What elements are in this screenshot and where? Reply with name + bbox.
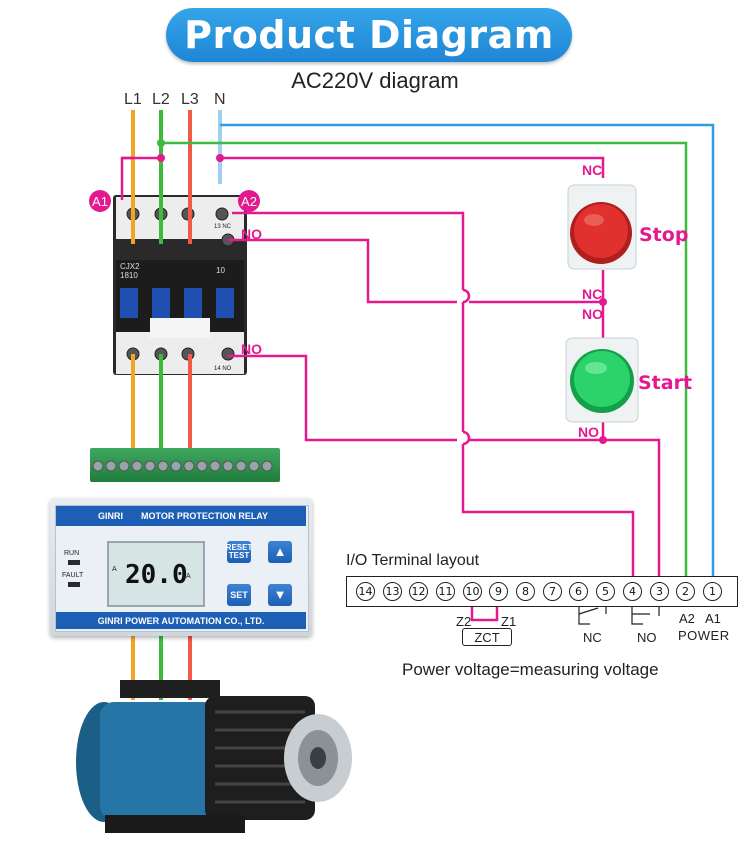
terminal-3: 3	[650, 582, 669, 601]
relay-fault-label: FAULT	[62, 572, 84, 579]
power-label: POWER	[678, 628, 730, 643]
line-label-l3: L3	[181, 91, 199, 108]
lcd-value: 20.0	[125, 560, 188, 590]
terminal-screws	[92, 460, 273, 472]
relay-run-label: RUN	[64, 550, 80, 557]
contactor-model-line1: CJX2	[120, 262, 140, 271]
stop-button-graphic	[567, 184, 637, 270]
no-label: NO	[637, 630, 657, 645]
terminal-9: 9	[489, 582, 508, 601]
relay-header-title: MOTOR PROTECTION RELAY	[141, 511, 269, 521]
label-start-no-top: NO	[582, 306, 603, 322]
stop-label: Stop	[639, 224, 689, 246]
terminal-10: 10	[463, 582, 482, 601]
wire-n-to-power	[220, 123, 715, 586]
relay-lcd	[107, 541, 205, 607]
terminal-4: 4	[623, 582, 642, 601]
contactor-bottom-no: 14 NO	[214, 366, 232, 372]
page-title: Product Diagram	[184, 13, 554, 57]
label-stop-nc-top: NC	[582, 162, 603, 178]
start-button-graphic	[565, 337, 639, 423]
contactor-model: CJX2 1810	[120, 262, 140, 280]
up-arrow-button[interactable]: ▲	[268, 541, 292, 563]
contact-symbols	[578, 606, 660, 625]
relay-footer: GINRI POWER AUTOMATION CO., LTD.	[56, 612, 306, 629]
z2-label: Z2	[456, 614, 472, 629]
contactor-top-nc: 13 NC	[214, 224, 232, 230]
terminal-6: 6	[569, 582, 588, 601]
a2-label: A2	[679, 611, 695, 626]
wire-l2-to-power	[161, 141, 688, 586]
terminal-14: 14	[356, 582, 375, 601]
z1-label: Z1	[501, 614, 517, 629]
contactor-model-line2: 1810	[120, 271, 138, 280]
line-label-n: N	[214, 91, 226, 108]
terminal-7: 7	[543, 582, 562, 601]
down-arrow-button[interactable]: ▼	[268, 584, 292, 606]
set-button[interactable]: SET	[227, 584, 251, 606]
screw-icon	[215, 207, 229, 221]
lcd-left-unit: A	[112, 566, 117, 573]
fault-led-icon	[68, 582, 80, 587]
start-label: Start	[638, 372, 693, 394]
zct-box: ZCT	[462, 628, 512, 646]
contactor-rating: 10	[216, 266, 225, 275]
terminal-5: 5	[596, 582, 615, 601]
line-label-l2: L2	[152, 91, 170, 108]
label-no-bottom: NO	[241, 341, 262, 357]
terminal-8: 8	[516, 582, 535, 601]
label-stop-nc-bottom: NC	[582, 286, 603, 302]
io-title: I/O Terminal layout	[346, 552, 480, 569]
terminal-13: 13	[383, 582, 402, 601]
label-start-no-bottom: NO	[578, 424, 599, 440]
badge-a1: A1	[89, 190, 111, 212]
badge-a2: A2	[238, 190, 260, 212]
run-led-icon	[68, 560, 80, 565]
screw-icon	[221, 347, 235, 361]
nc-label: NC	[583, 630, 602, 645]
terminal-11: 11	[436, 582, 455, 601]
motor-graphic	[76, 680, 352, 833]
label-no-top: NO	[241, 226, 262, 242]
relay-header: GINRI MOTOR PROTECTION RELAY	[56, 506, 306, 526]
line-label-l1: L1	[124, 91, 142, 108]
reset-test-button[interactable]: RESET TEST	[226, 541, 252, 563]
voltage-note: Power voltage=measuring voltage	[402, 660, 659, 679]
terminal-1: 1	[703, 582, 722, 601]
lcd-unit: A	[186, 573, 191, 580]
a1-label: A1	[705, 611, 721, 626]
terminal-2: 2	[676, 582, 695, 601]
diagram-subtitle: AC220V diagram	[291, 68, 459, 93]
terminal-12: 12	[409, 582, 428, 601]
title-banner: Product Diagram	[166, 8, 572, 62]
relay-brand: GINRI	[98, 511, 124, 521]
